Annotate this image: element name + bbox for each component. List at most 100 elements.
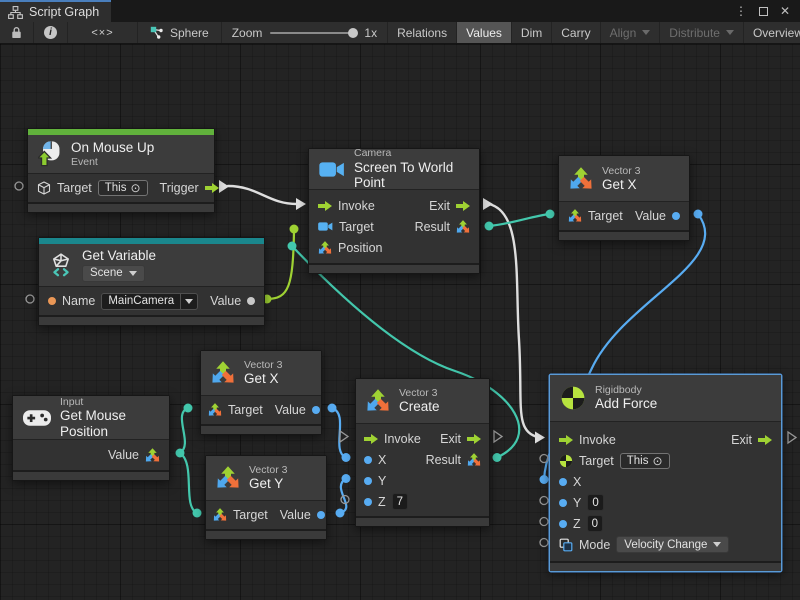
zoom-control: Zoom 1x <box>222 22 388 43</box>
vector3-icon <box>318 241 332 255</box>
node-on-mouse-up[interactable]: On Mouse Up Event Target This ⊙ Trigger <box>27 128 215 213</box>
relations-button[interactable]: Relations <box>388 22 457 43</box>
info-button[interactable]: i <box>34 22 68 43</box>
node-vector3-get-x[interactable]: Vector 3 Get X Target Value <box>200 350 322 435</box>
values-button[interactable]: Values <box>457 22 512 43</box>
this-target-chip[interactable]: This ⊙ <box>620 453 670 469</box>
chevron-down-icon <box>726 30 734 35</box>
maximize-icon[interactable] <box>754 2 772 20</box>
graph-name: Sphere <box>170 26 209 40</box>
vector3-icon <box>366 389 390 413</box>
zoom-slider-knob[interactable] <box>348 28 358 38</box>
chevron-down-icon <box>642 30 650 35</box>
target-picker-icon[interactable]: ⊙ <box>130 182 140 194</box>
node-vector3-create[interactable]: Vector 3 Create Invoke Exit X Result Y Z… <box>355 378 490 527</box>
node-title: Screen To World Point <box>354 160 469 191</box>
node-vector3-get-y[interactable]: Vector 3 Get Y Target Value <box>205 455 327 540</box>
y-port-dot[interactable] <box>559 499 567 507</box>
node-category: Vector 3 <box>602 165 641 177</box>
chevron-down-icon <box>185 299 193 304</box>
zoom-slider[interactable] <box>270 32 356 34</box>
name-port-dot[interactable] <box>48 297 56 305</box>
z-value-field[interactable]: 0 <box>587 515 603 532</box>
node-category: Camera <box>354 147 469 159</box>
node-get-mouse-position[interactable]: Input Get Mouse Position Value <box>12 395 170 481</box>
carry-button[interactable]: Carry <box>552 22 600 43</box>
value-port-dot[interactable] <box>247 297 255 305</box>
graph-breadcrumb[interactable]: Sphere <box>138 22 222 43</box>
x-port-dot[interactable] <box>364 456 372 464</box>
code-preview-button[interactable]: <×> <box>68 22 138 43</box>
graph-asset-icon <box>150 26 164 40</box>
flow-arrow-icon <box>205 183 219 193</box>
flow-arrow-icon <box>364 434 378 444</box>
node-category: Rigidbody <box>595 384 657 396</box>
node-add-force[interactable]: Rigidbody Add Force Invoke Exit Target T… <box>549 374 782 572</box>
window-controls: ⋮ ✕ <box>732 0 800 22</box>
node-title: Get X <box>244 371 283 387</box>
vector3-icon <box>467 453 481 467</box>
overview-button[interactable]: Overview <box>744 22 800 43</box>
flow-arrow-icon <box>758 435 772 445</box>
this-target-chip[interactable]: This ⊙ <box>98 180 148 196</box>
flow-arrow-icon <box>467 434 481 444</box>
dim-button[interactable]: Dim <box>512 22 552 43</box>
rigidbody-icon <box>560 385 586 411</box>
value-port-dot[interactable] <box>317 511 325 519</box>
chevron-down-icon <box>129 271 137 276</box>
vector3-icon <box>208 403 222 417</box>
node-category: Vector 3 <box>244 359 283 371</box>
vector3-icon <box>211 361 235 385</box>
vector3-icon <box>213 508 227 522</box>
vector3-icon <box>568 209 582 223</box>
variable-icon <box>49 253 73 277</box>
distribute-dropdown[interactable]: Distribute <box>660 22 744 43</box>
menu-kebab-icon[interactable]: ⋮ <box>732 2 750 20</box>
mode-dropdown[interactable]: Velocity Change <box>616 536 729 553</box>
z-value-field[interactable]: 7 <box>392 493 408 510</box>
node-title: Add Force <box>595 396 657 412</box>
camera-icon <box>319 160 345 179</box>
vector3-icon <box>569 167 593 191</box>
y-value-field[interactable]: 0 <box>587 494 603 511</box>
node-title: Get Mouse Position <box>60 408 159 439</box>
target-picker-icon[interactable]: ⊙ <box>652 455 662 467</box>
value-port-dot[interactable] <box>672 212 680 220</box>
node-title: Get X <box>602 177 641 193</box>
scope-dropdown[interactable]: Scene <box>82 265 145 282</box>
node-category: Vector 3 <box>399 387 440 399</box>
gameobject-icon <box>37 181 51 195</box>
gamepad-icon <box>23 410 51 426</box>
lock-button[interactable] <box>0 22 34 43</box>
x-port-dot[interactable] <box>559 478 567 486</box>
value-port-dot[interactable] <box>312 406 320 414</box>
variable-name-dropdown[interactable]: MainCamera <box>101 293 198 310</box>
node-title: Get Y <box>249 476 288 492</box>
node-category: Input <box>60 396 159 408</box>
y-port-dot[interactable] <box>364 477 372 485</box>
node-category: Vector 3 <box>249 464 288 476</box>
node-title: Get Variable <box>82 248 156 264</box>
node-vector3-get-x-2[interactable]: Vector 3 Get X Target Value <box>558 155 690 241</box>
tab-script-graph[interactable]: Script Graph <box>0 0 111 22</box>
node-title: Create <box>399 399 440 415</box>
z-port-dot[interactable] <box>364 498 372 506</box>
tab-bar: Script Graph ⋮ ✕ <box>0 0 800 22</box>
close-icon[interactable]: ✕ <box>776 2 794 20</box>
chevron-down-icon <box>713 542 721 547</box>
vector3-icon <box>216 466 240 490</box>
info-icon: i <box>44 26 57 39</box>
graph-toolbar: i <×> Sphere Zoom 1x Relations Values Di… <box>0 22 800 44</box>
align-dropdown[interactable]: Align <box>601 22 661 43</box>
zoom-value: 1x <box>364 26 377 40</box>
zoom-label: Zoom <box>232 26 263 40</box>
z-port-dot[interactable] <box>559 520 567 528</box>
vector3-icon <box>145 448 160 463</box>
flow-arrow-icon <box>318 201 332 211</box>
enum-icon <box>559 538 573 552</box>
lock-icon <box>11 26 22 39</box>
node-screen-to-world-point[interactable]: Camera Screen To World Point Invoke Exit… <box>308 148 480 274</box>
flow-arrow-icon <box>559 435 573 445</box>
node-get-variable[interactable]: Get Variable Scene Name MainCamera Value <box>38 237 265 326</box>
vector3-icon <box>456 220 470 234</box>
